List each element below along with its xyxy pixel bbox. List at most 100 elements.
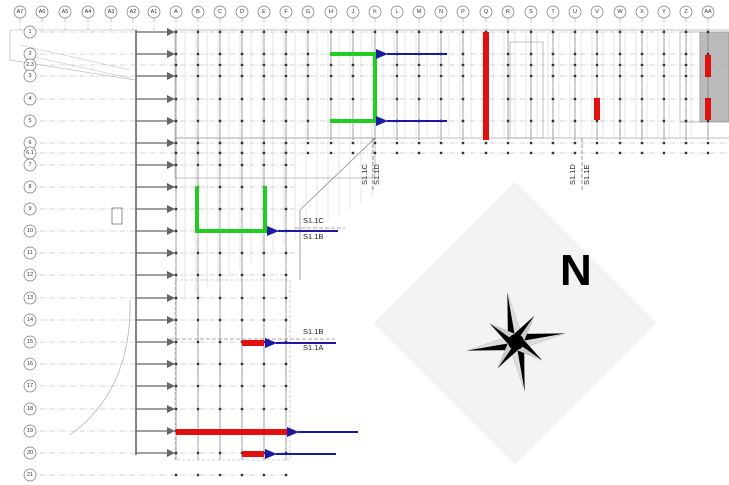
svg-text:A: A: [174, 9, 178, 15]
row-grid-bubble: 8: [23, 180, 37, 194]
column-grid-bubble: S: [524, 5, 538, 19]
svg-text:D: D: [240, 9, 244, 15]
north-label: N: [560, 246, 592, 295]
row-grid-bubble: 21: [23, 468, 37, 482]
svg-text:8: 8: [28, 184, 31, 190]
column-grid-bubble: A: [169, 5, 183, 19]
svg-text:5: 5: [28, 118, 31, 124]
section-label: S1.1C: [360, 164, 369, 185]
red-member-aa-upper: [705, 55, 711, 77]
column-grid-bubble: T: [546, 5, 560, 19]
column-grid-bubble: Q: [479, 5, 493, 19]
section-label: S1.1B: [303, 232, 323, 241]
row-grid-bubble: 9: [23, 202, 37, 216]
svg-text:6: 6: [28, 140, 31, 146]
svg-text:1: 1: [28, 29, 31, 35]
svg-text:T: T: [551, 9, 555, 15]
column-grid-bubble: A6: [35, 5, 49, 19]
row-grid-bubble: 20: [23, 446, 37, 460]
row-grid-bubble: 5: [23, 114, 37, 128]
column-grid-bubble: A3: [104, 5, 118, 19]
section-label: S1.1A: [303, 343, 323, 352]
section-label: S1.1D: [568, 164, 577, 185]
column-grid-bubble: L: [390, 5, 404, 19]
svg-text:N: N: [439, 9, 443, 15]
svg-text:U: U: [573, 9, 577, 15]
svg-text:P: P: [461, 9, 465, 15]
row-grid-bubble: 11: [23, 246, 37, 260]
section-label: S1.1E: [582, 165, 591, 185]
row-grid-bubble: 1: [23, 25, 37, 39]
svg-text:16: 16: [27, 361, 33, 367]
column-grid-bubble: C: [213, 5, 227, 19]
red-member-row20: [242, 451, 264, 457]
svg-text:W: W: [617, 9, 623, 15]
svg-text:18: 18: [27, 406, 33, 412]
svg-text:Q: Q: [484, 9, 489, 15]
column-grid-bubble: W: [613, 5, 627, 19]
svg-text:10: 10: [27, 228, 33, 234]
column-grid-bubble: A5: [58, 5, 72, 19]
svg-text:V: V: [595, 9, 599, 15]
svg-text:A7: A7: [17, 9, 24, 15]
svg-text:20: 20: [27, 450, 33, 456]
svg-text:R: R: [506, 9, 510, 15]
column-grid-bubble: D: [235, 5, 249, 19]
plan-background: [9, 29, 729, 465]
red-member-row19: [176, 429, 288, 435]
svg-text:A2: A2: [130, 9, 137, 15]
column-grid-bubble: B: [191, 5, 205, 19]
svg-text:C: C: [218, 9, 222, 15]
svg-text:F: F: [284, 9, 288, 15]
row-grid-bubble: 13: [23, 291, 37, 305]
svg-text:A4: A4: [85, 9, 92, 15]
svg-text:B: B: [196, 9, 200, 15]
svg-text:H: H: [329, 9, 333, 15]
row-grid-bubble: 18: [23, 402, 37, 416]
column-grid-bubble: V: [590, 5, 604, 19]
svg-text:Z: Z: [684, 9, 688, 15]
svg-text:15: 15: [27, 339, 33, 345]
svg-text:A3: A3: [108, 9, 115, 15]
svg-text:21: 21: [27, 472, 33, 478]
column-grid-bubble: X: [635, 5, 649, 19]
column-grid-bubble: R: [501, 5, 515, 19]
svg-text:19: 19: [27, 428, 33, 434]
column-grid-bubble: P: [456, 5, 470, 19]
svg-text:K: K: [373, 9, 377, 15]
column-grid-bubble: E: [257, 5, 271, 19]
svg-text:4: 4: [28, 96, 31, 102]
row-grid-bubble: 4: [23, 92, 37, 106]
red-member-row15: [242, 340, 264, 346]
section-label: S1.1C: [303, 216, 324, 225]
svg-text:Y: Y: [662, 9, 666, 15]
column-grid-bubble: M: [412, 5, 426, 19]
row-grid-bubble: 19: [23, 424, 37, 438]
column-grid-bubble: AA: [701, 5, 715, 19]
svg-text:J: J: [352, 9, 355, 15]
svg-text:A6: A6: [39, 9, 46, 15]
svg-text:X: X: [640, 9, 644, 15]
svg-text:13: 13: [27, 295, 33, 301]
column-grid-bubble: G: [301, 5, 315, 19]
green-frame-middle: [195, 186, 267, 233]
svg-text:2: 2: [28, 51, 31, 57]
column-grid-bubble: F: [279, 5, 293, 19]
svg-text:9: 9: [28, 206, 31, 212]
svg-text:G: G: [306, 9, 310, 15]
column-grid-bubble: A2: [126, 5, 140, 19]
column-grid-bubble: K: [368, 5, 382, 19]
row-grid-bubble: 10: [23, 224, 37, 238]
row-grid-bubble: 3: [23, 69, 37, 83]
green-frame-upper: [330, 52, 377, 123]
svg-text:A5: A5: [62, 9, 69, 15]
column-grid-bubble: A4: [81, 5, 95, 19]
red-member-q-column: [483, 32, 489, 140]
column-grid-bubble: Z: [679, 5, 693, 19]
row-grid-bubble: 16: [23, 357, 37, 371]
svg-text:12: 12: [27, 272, 33, 278]
svg-text:7: 7: [28, 162, 31, 168]
column-grid-bubble: J: [346, 5, 360, 19]
